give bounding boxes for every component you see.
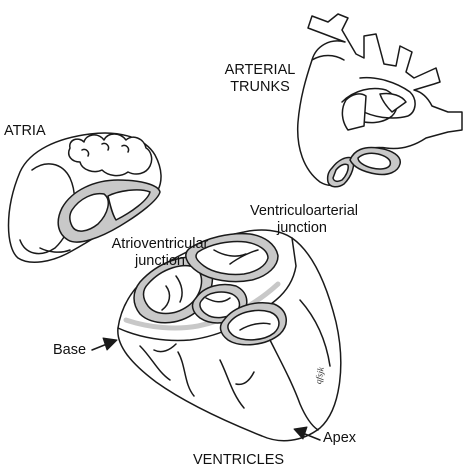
label-ventriculoarterial-line2: junction (277, 220, 327, 236)
label-ventriculoarterial-junction: Ventriculoarterial junction (250, 203, 358, 237)
base-arrow (91, 337, 118, 351)
label-arterial-trunks-line1: ARTERIAL (224, 62, 296, 78)
label-arterial-trunks-line2: TRUNKS (230, 79, 290, 95)
label-base: Base (53, 342, 87, 358)
label-atrioventricular-line2: junction (135, 253, 185, 269)
apex-arrow (293, 426, 321, 441)
label-apex: Apex (323, 430, 357, 446)
atria-drawing (7, 132, 162, 264)
label-atrioventricular-junction: Atrioventricular junction (101, 236, 219, 270)
ventricles-drawing (117, 229, 342, 442)
label-ventricles: VENTRICLES (193, 452, 285, 468)
label-atria: ATRIA (4, 123, 46, 139)
label-atrioventricular-line1: Atrioventricular (111, 236, 209, 252)
label-ventriculoarterial-line1: Ventriculoarterial (250, 203, 358, 219)
label-arterial-trunks: ARTERIAL TRUNKS (218, 62, 302, 96)
arterial-trunks-drawing (296, 13, 463, 188)
